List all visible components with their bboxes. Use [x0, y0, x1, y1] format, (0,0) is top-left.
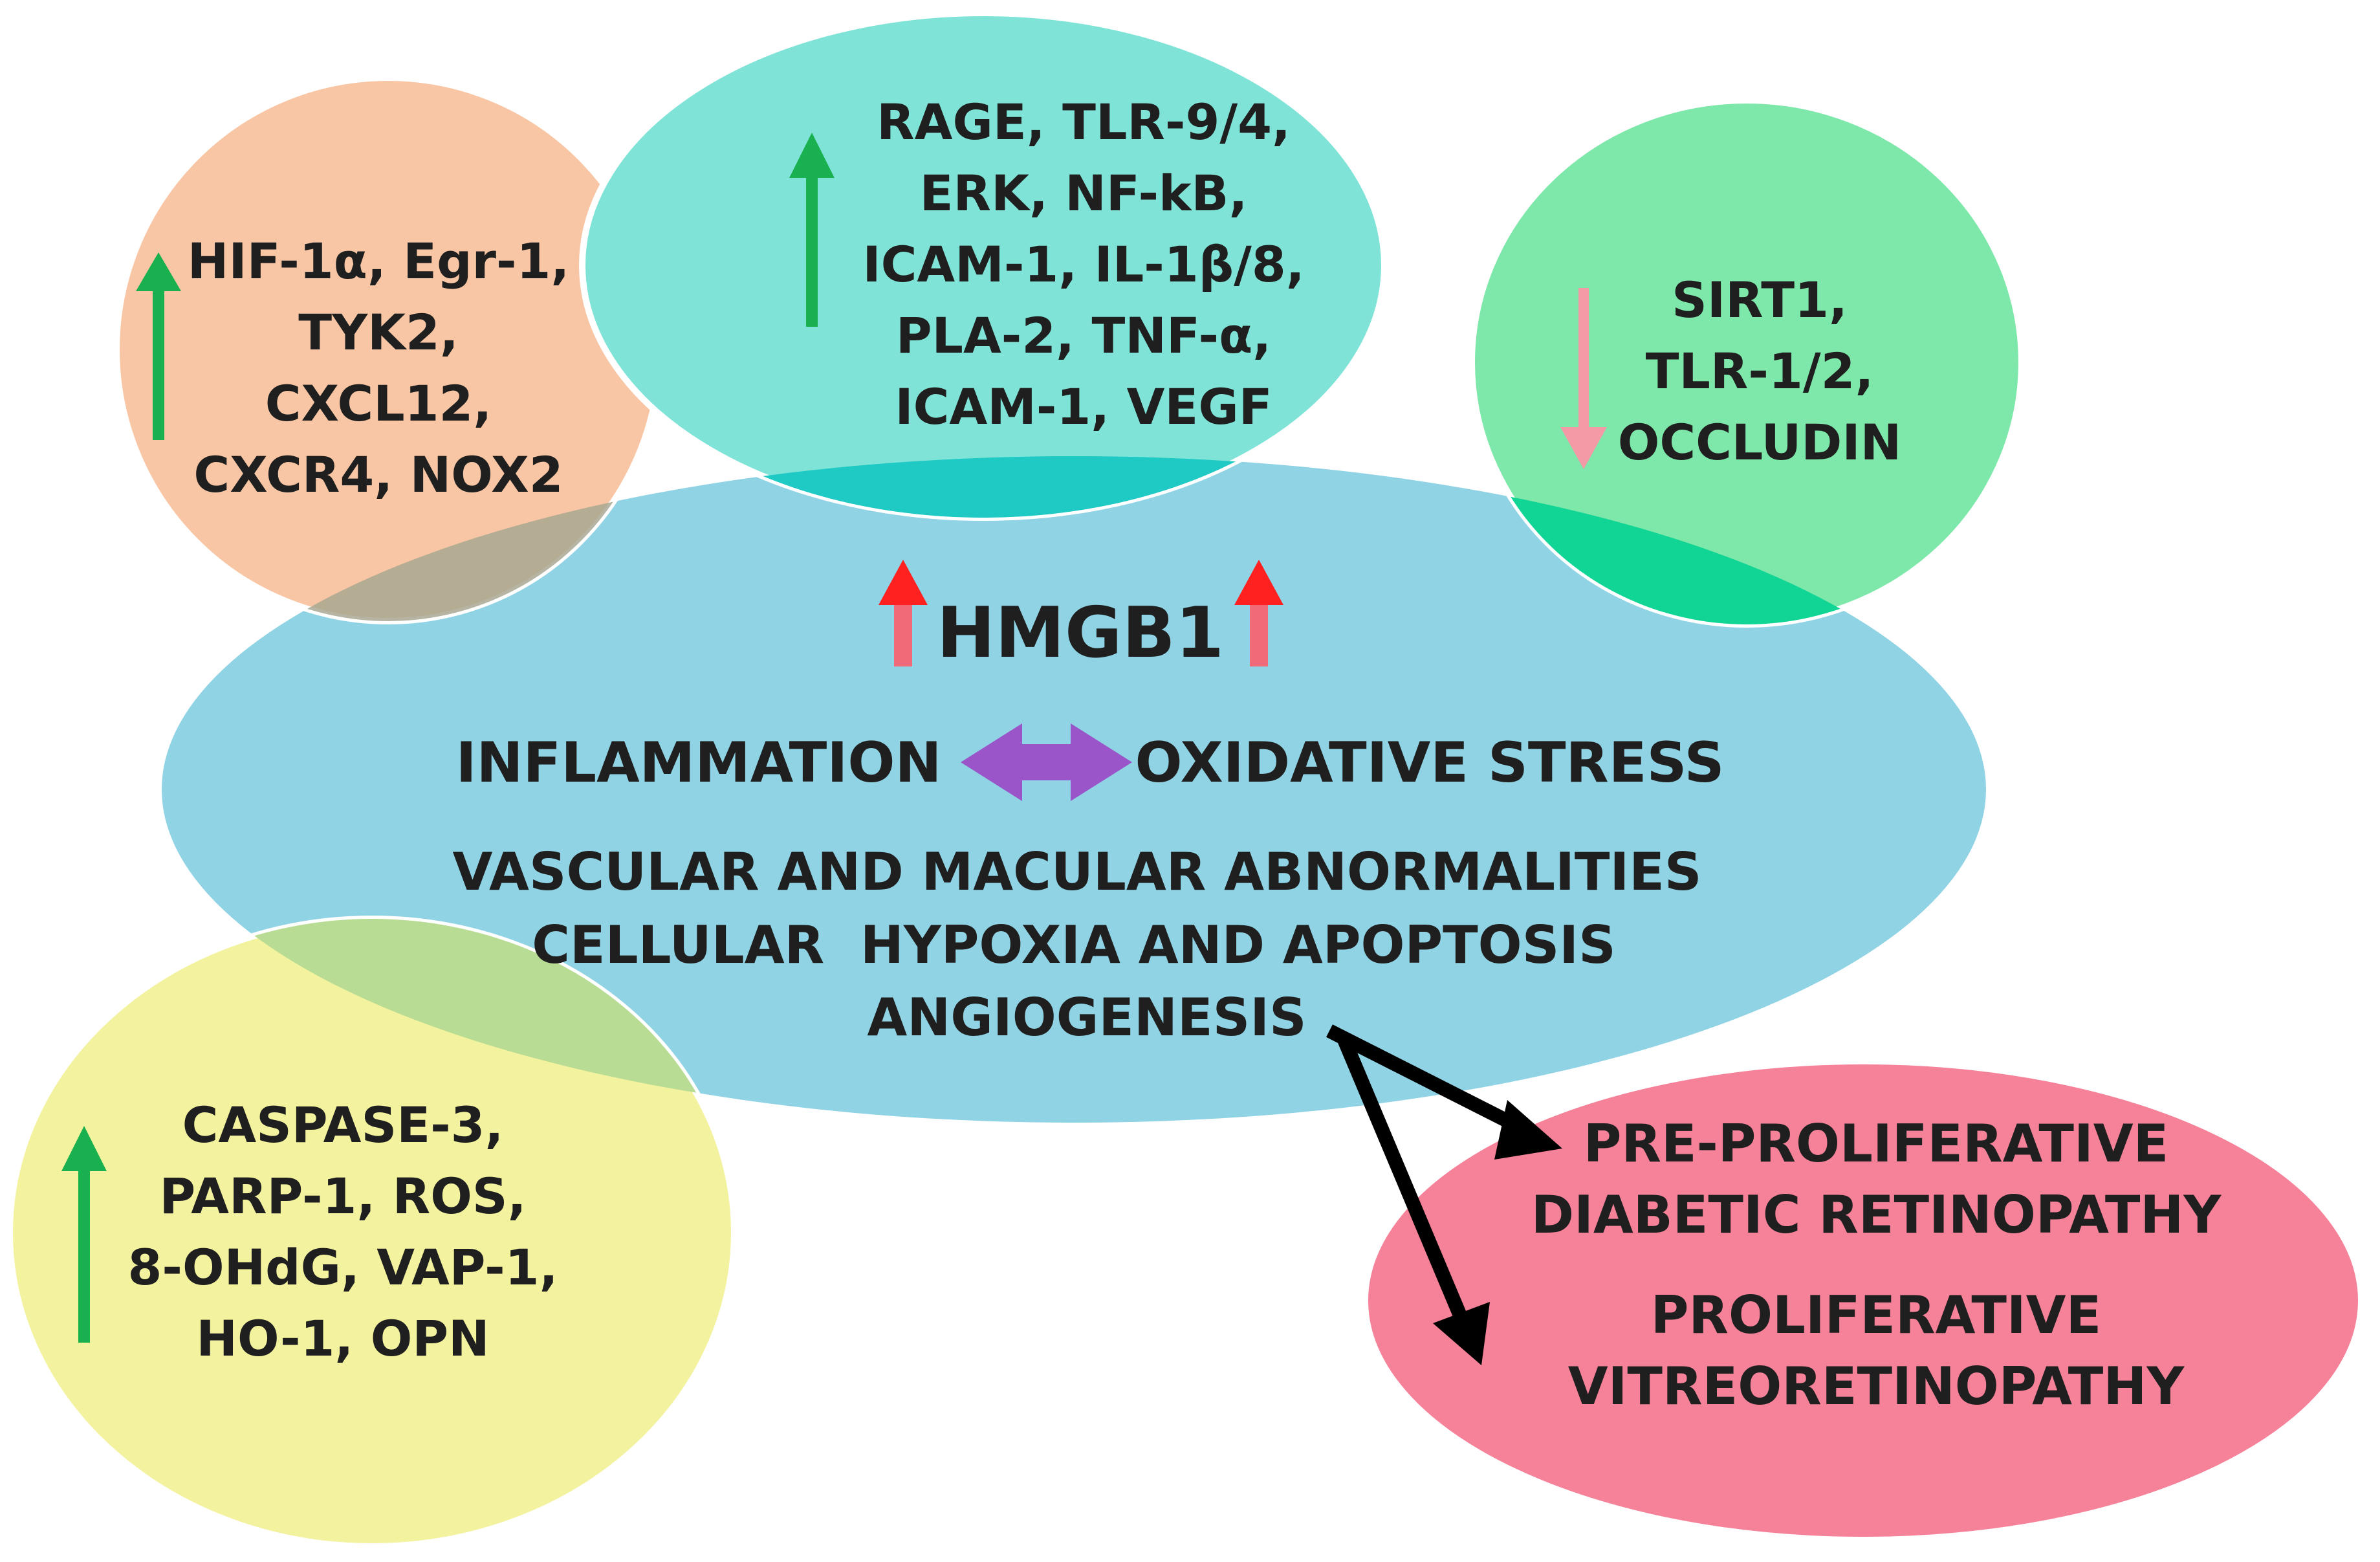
outcome-line: VITREORETINOPATHY [1568, 1356, 2185, 1416]
hmgb1-left-up-arrow-icon [879, 560, 928, 666]
top-left-up-arrow-icon [136, 252, 181, 440]
top-right-marker: SIRT1, [1672, 271, 1848, 329]
effect-line: CELLULAR HYPOXIA AND APOPTOSIS [532, 915, 1615, 975]
hmgb1-label: HMGB1 [937, 593, 1224, 674]
outcome-line: DIABETIC RETINOPATHY [1531, 1185, 2222, 1245]
top-left-marker: CXCR4, NOX2 [193, 446, 563, 503]
top-center-marker: PLA-2, TNF-α, [896, 307, 1271, 364]
bottom-right-bubble [1362, 1058, 2364, 1543]
top-left-marker: HIF-1α, Egr-1, [188, 232, 570, 290]
bottom-left-marker: CASPASE-3, [182, 1096, 504, 1154]
effect-line: VASCULAR AND MACULAR ABNORMALITIES [452, 842, 1701, 902]
top-right-marker: TLR-1/2, [1646, 342, 1874, 400]
bottom-left-marker: 8-OHdG, VAP-1, [128, 1238, 558, 1296]
top-center-marker: RAGE, TLR-9/4, [877, 93, 1291, 151]
effect-line: ANGIOGENESIS [867, 987, 1306, 1048]
bidirectional-arrow-icon [961, 723, 1132, 801]
hmgb1-right-up-arrow-icon [1234, 560, 1283, 666]
top-right-down-arrow-icon [1560, 288, 1607, 469]
top-right-marker: OCCLUDIN [1618, 413, 1902, 471]
top-left-marker: CXCL12, [265, 375, 492, 432]
oxidative-stress-label: OXIDATIVE STRESS [1135, 731, 1724, 795]
outcome-arrows [1326, 1024, 1562, 1365]
top-left-marker: TYK2, [298, 303, 459, 361]
top-center-marker: ICAM-1, IL-1β/8, [862, 236, 1304, 293]
bottom-left-up-arrow-icon [61, 1126, 107, 1343]
outcome-line: PRE-PROLIFERATIVE [1584, 1114, 2169, 1174]
top-center-marker: ICAM-1, VEGF [895, 378, 1272, 435]
bottom-left-marker: PARP-1, ROS, [160, 1167, 527, 1225]
top-center-up-arrow-icon [789, 133, 835, 327]
inflammation-label: INFLAMMATION [456, 731, 942, 795]
outcome-line: PROLIFERATIVE [1651, 1285, 2101, 1345]
top-center-marker: ERK, NF-kB, [920, 164, 1248, 222]
bottom-left-marker: HO-1, OPN [196, 1310, 489, 1367]
